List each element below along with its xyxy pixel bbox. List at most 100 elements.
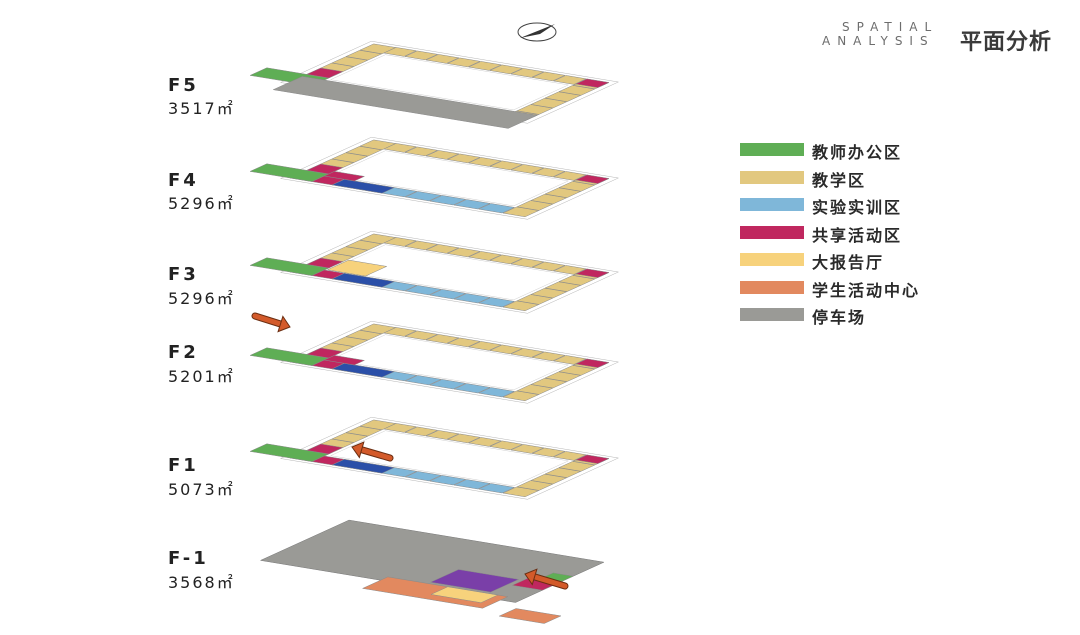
header-title-en-line2: ANALYSIS [822, 34, 935, 48]
teaching-room [446, 337, 481, 348]
parking-area [272, 76, 539, 129]
teaching-room [531, 351, 566, 362]
teaching-room [467, 437, 503, 447]
teaching-room [404, 240, 439, 251]
legend-swatch [740, 170, 804, 184]
teaching-room [467, 61, 503, 71]
legend-item: 学生活动中心 [740, 277, 1000, 305]
teaching-room [404, 426, 439, 437]
teaching-room [552, 171, 588, 181]
teaching-room [488, 160, 524, 171]
floor-name-f4: F4 [168, 170, 199, 191]
floor-area-fb1: 3568㎡ [168, 573, 235, 592]
shared-area [574, 268, 610, 278]
lab-room [404, 375, 443, 386]
legend-item: 共享活动区 [740, 222, 1000, 250]
teaching-room [425, 150, 460, 160]
lab-room [453, 383, 491, 394]
shared-area [311, 269, 346, 280]
legend-label: 教师办公区 [812, 143, 903, 162]
teaching-room [531, 447, 566, 458]
teaching-room [359, 419, 397, 431]
lab-room [428, 289, 467, 300]
teaching-room [488, 344, 524, 355]
courtyard [329, 244, 570, 301]
legend-label: 大报告厅 [812, 253, 885, 272]
courtyard [329, 54, 570, 111]
teaching-room [425, 244, 460, 254]
lecture-hall [430, 586, 499, 603]
lab-room [404, 471, 443, 482]
teaching-room [446, 433, 481, 444]
legend-swatch [740, 225, 804, 239]
lab-room [477, 483, 516, 494]
legend-swatch [740, 198, 804, 211]
lab-room [404, 191, 443, 202]
teaching-room [425, 334, 460, 344]
teaching-room [359, 43, 397, 55]
teaching-room [488, 440, 524, 451]
legend-label: 实验实训区 [812, 198, 903, 217]
legend-label: 教学区 [812, 170, 867, 190]
entrance-arrow-icon [351, 441, 394, 462]
floor-plan-f3 [249, 230, 620, 314]
student-activity-center [498, 608, 562, 624]
shared-area [574, 454, 610, 464]
legend-swatch [740, 253, 804, 266]
legend-item: 停车场 [740, 304, 1000, 332]
floor-plan-f5 [249, 40, 620, 129]
teaching-room [531, 261, 566, 272]
legend-label: 停车场 [812, 308, 867, 327]
legend-swatch [740, 280, 804, 294]
teaching-room [446, 57, 481, 68]
teaching-room [446, 153, 481, 164]
legend-label: 共享活动区 [812, 225, 903, 245]
shared-area [311, 455, 346, 466]
lab-room [428, 475, 467, 486]
teaching-room [510, 68, 545, 78]
lab-room [428, 195, 467, 206]
teaching-room [552, 451, 588, 461]
entrance-arrow-icon [251, 312, 291, 333]
purple-area [429, 569, 520, 593]
header-title-en-line1: SPATIAL [842, 20, 939, 34]
shared-area [323, 171, 366, 182]
floor-area-f4: 5296㎡ [168, 194, 235, 213]
header-title-cn: 平面分析 [960, 30, 1053, 55]
teaching-room [552, 265, 588, 275]
teaching-room [467, 157, 503, 167]
lab-room [453, 479, 491, 490]
teaching-room [359, 139, 397, 151]
floor-name-fb1: F-1 [168, 548, 209, 569]
teaching-room [510, 348, 545, 358]
floor-name-f5: F5 [168, 75, 199, 96]
shared-area [574, 174, 610, 184]
entrance-arrow-icon [524, 568, 569, 590]
teaching-room [552, 355, 588, 365]
shared-area [305, 67, 344, 79]
lab-room [428, 379, 467, 390]
legend-item: 教师办公区 [740, 139, 1000, 167]
legend-swatch [740, 308, 804, 321]
teaching-room [404, 146, 439, 157]
legend-item: 教学区 [740, 167, 1000, 195]
legend: 教师办公区 教学区 实验实训区 共享活动区 大报告厅 学生活动中心 停车场 [740, 139, 1000, 332]
shared-area [574, 78, 610, 88]
floor-name-f3: F3 [168, 264, 199, 285]
floor-area-f2: 5201㎡ [168, 367, 235, 386]
shared-area [323, 355, 366, 366]
lab-room [477, 387, 516, 398]
legend-item: 大报告厅 [740, 249, 1000, 277]
floor-area-f3: 5296㎡ [168, 289, 235, 308]
courtyard [329, 430, 570, 487]
legend-label: 学生活动中心 [812, 280, 921, 300]
floor-plan-f2 [249, 320, 620, 404]
teaching-room [488, 64, 524, 75]
teaching-room [510, 164, 545, 174]
floor-name-f2: F2 [168, 342, 199, 363]
teaching-room [552, 75, 588, 85]
teaching-room [510, 258, 545, 268]
legend-swatch [740, 143, 804, 156]
teaching-room [359, 233, 397, 245]
teaching-room [510, 444, 545, 454]
